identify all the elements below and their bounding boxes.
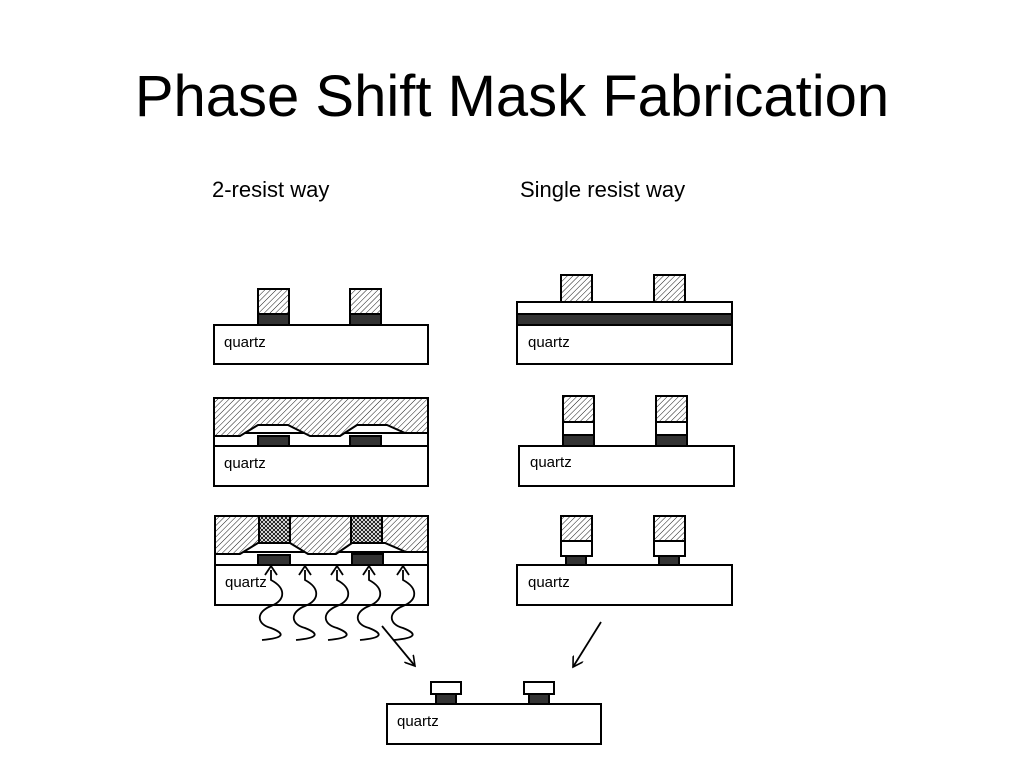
resist-block (653, 274, 686, 303)
phase-shifter-layer (430, 681, 462, 695)
phase-shifter-layer (516, 301, 733, 315)
chrome-layer (257, 313, 290, 326)
quartz-label: quartz (528, 574, 570, 591)
quartz-label: quartz (224, 334, 266, 351)
top-resist-layer (213, 397, 429, 437)
page-title: Phase Shift Mask Fabrication (134, 64, 890, 129)
quartz-label: quartz (224, 455, 266, 472)
heading-2-resist-way: 2-resist way (212, 177, 330, 202)
chrome-layer (528, 693, 550, 705)
chrome-layer (349, 435, 382, 447)
right-step-3: quartz (516, 515, 733, 606)
chrome-layer (257, 435, 290, 447)
exposed-resist-region (350, 515, 383, 544)
final-result: quartz (386, 681, 602, 745)
left-step-3: quartz (214, 515, 429, 641)
chrome-layer (516, 313, 733, 326)
exposed-resist-region (258, 515, 291, 544)
heading-single-resist-way: Single resist way (520, 177, 686, 202)
resist-block (560, 274, 593, 303)
phase-shifter-layer (655, 421, 688, 436)
quartz-label: quartz (225, 574, 267, 591)
resist-block (560, 515, 593, 542)
quartz-label: quartz (528, 334, 570, 351)
quartz-substrate (516, 564, 733, 606)
arrow-right-to-final (573, 621, 602, 667)
quartz-label: quartz (397, 713, 439, 730)
quartz-substrate (518, 445, 735, 487)
chrome-layer (435, 693, 457, 705)
phase-shifter-layer (653, 540, 686, 557)
chrome-layer (349, 313, 382, 326)
chrome-layer (655, 434, 688, 447)
chrome-layer (562, 434, 595, 447)
resist-block (257, 288, 290, 315)
quartz-label: quartz (530, 454, 572, 471)
quartz-substrate (213, 445, 429, 487)
quartz-substrate (516, 324, 733, 365)
resist-block (562, 395, 595, 423)
right-step-1: quartz (516, 274, 733, 365)
chrome-layer (565, 555, 587, 566)
chrome-layer (257, 554, 291, 566)
phase-shifter-layer (523, 681, 555, 695)
top-resist-layer (214, 515, 429, 555)
chrome-layer (351, 553, 384, 566)
phase-shifter-layer (562, 421, 595, 436)
left-step-2: quartz (213, 397, 429, 487)
resist-block (655, 395, 688, 423)
backside-exposure-waves (258, 564, 416, 641)
arrow-left-to-final (381, 625, 415, 666)
phase-shifter-layer (560, 540, 593, 557)
quartz-substrate (213, 324, 429, 365)
quartz-substrate (386, 703, 602, 745)
resist-block (349, 288, 382, 315)
left-step-1: quartz (213, 288, 429, 365)
chrome-layer (658, 555, 680, 566)
resist-block (653, 515, 686, 542)
right-step-2: quartz (518, 395, 735, 487)
